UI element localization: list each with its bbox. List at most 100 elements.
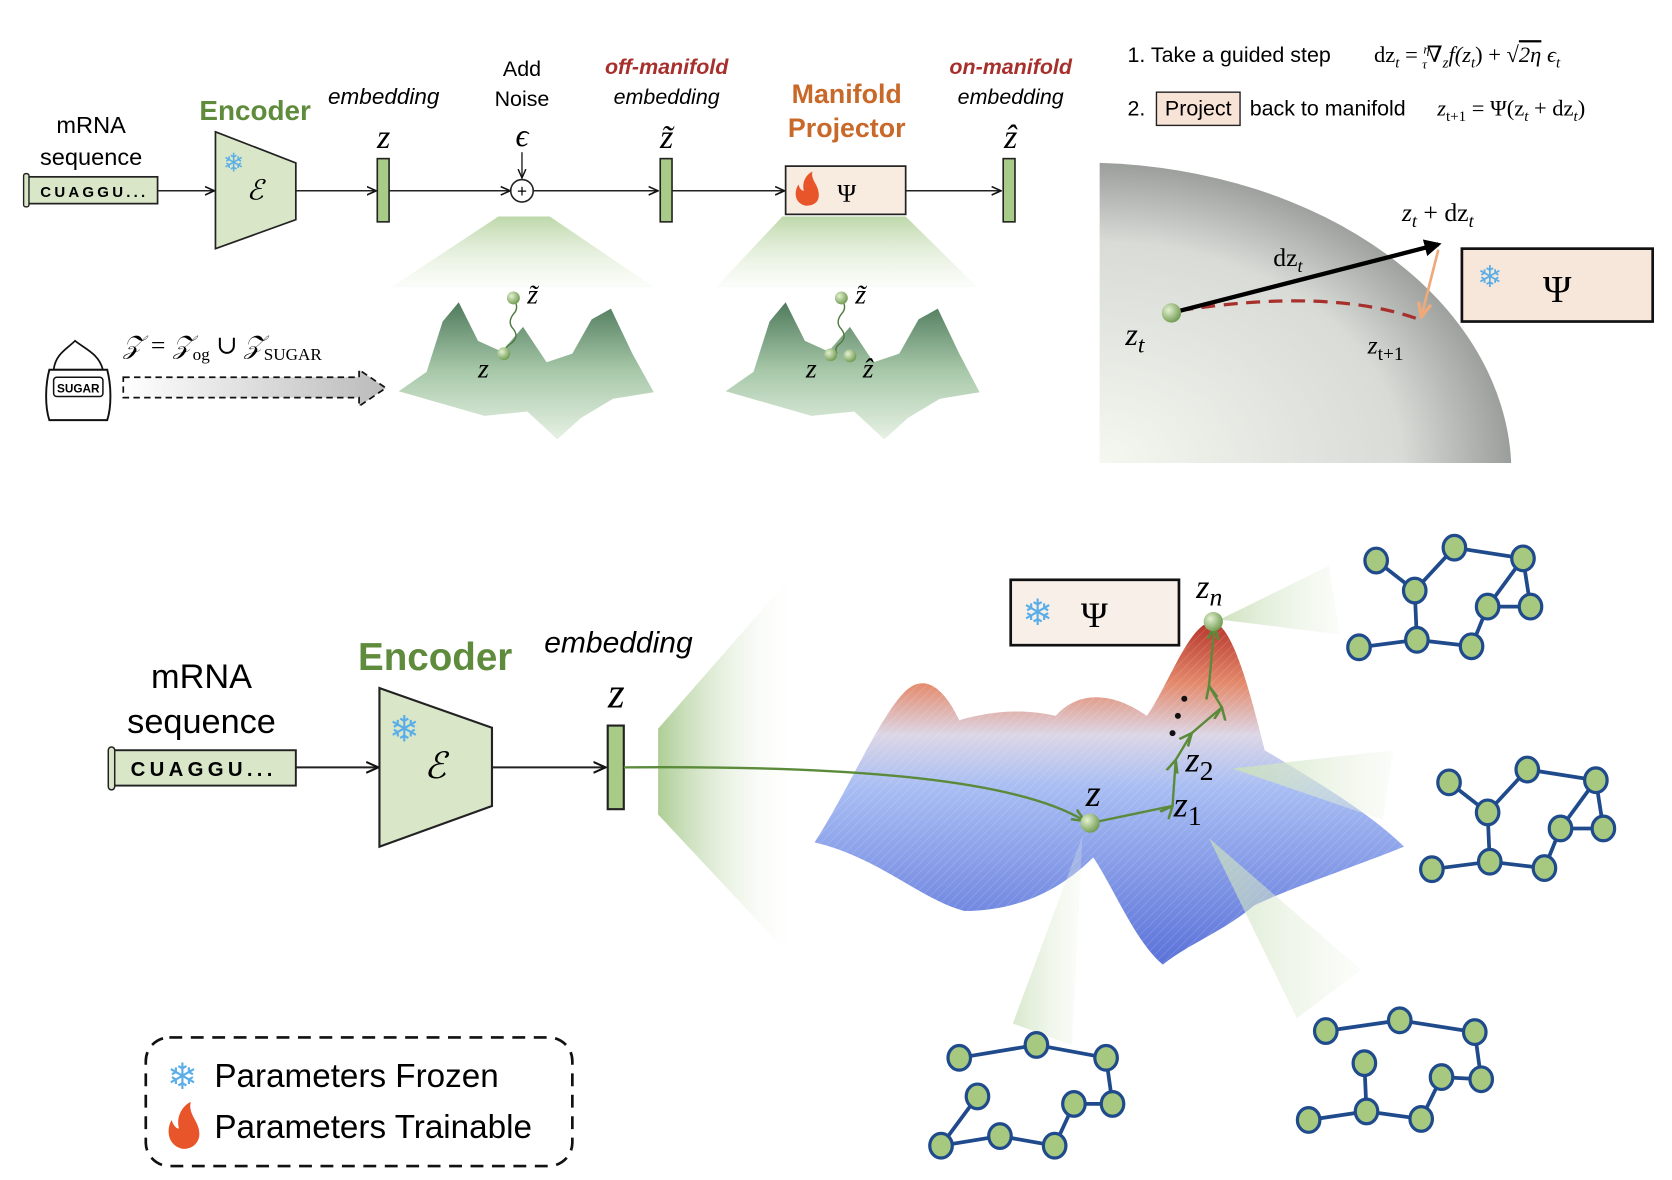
zoom-cone [1219,565,1340,635]
molecule-atom [946,1043,973,1072]
molecule-atom [1468,1065,1495,1094]
z-tilde-label: z̃ [526,279,540,310]
molecule-atom [1386,1006,1413,1035]
molecule-atom [1547,814,1574,843]
snowflake-icon: ❄ [167,1055,198,1098]
sugar-label: SUGAR [57,382,100,395]
flame-icon [795,171,819,206]
molecule-atom [1510,544,1536,573]
molecule-atom [1590,814,1617,843]
z-tilde-symbol: z̃ [659,118,675,156]
molecule-atom [1099,1089,1126,1118]
sequence-scroll: CUAGGU... [107,746,297,791]
zn-label: zn [1195,568,1222,612]
manifold-label: Manifold [792,79,902,109]
embedding-bar [376,157,390,223]
sequence-text: CUAGGU... [131,759,277,781]
top-pipeline: mRNA sequence CUAGGU... ❄ ℰ Encoder embe… [22,55,1073,440]
encoder-block: ❄ ℰ [214,130,297,250]
flame-icon [168,1101,200,1149]
zn-point [1203,611,1223,632]
molecule-graphs [928,533,1617,1160]
mrna-label: mRNA [151,658,252,696]
project-highlight [1155,91,1241,127]
molecule-atom [1351,1049,1378,1078]
sequence-label: sequence [127,703,276,741]
step-arrow [1170,239,1442,316]
molecule-atom [1458,632,1485,661]
molecule-graph [1419,755,1617,884]
off-manifold-label: off-manifold [605,55,729,79]
manifold-projection-illustration: zt dzt zt + dzt zt+1 ❄ Ψ [1099,162,1655,463]
embedding-label: embedding [614,85,720,109]
z-label: z [805,353,817,384]
off-manifold-embedding-bar [659,157,673,223]
psi-frozen-box [1460,247,1655,323]
molecule-atom [1514,755,1541,784]
molecule-atom [1583,766,1609,795]
z-hat-symbol: ẑ [1003,118,1018,156]
dzt-label: dzt [1273,243,1303,276]
legend: ❄ Parameters Frozen Parameters Trainable [144,1036,574,1168]
z-hat-label: ẑ [862,353,875,384]
ellipsis-dot [1169,730,1176,737]
z1-label: z1 [1173,785,1202,833]
optimization-trajectory [1089,627,1222,825]
encoder-label: Encoder [199,95,311,126]
molecule-atom [1312,1017,1339,1045]
molecule-atom [1363,546,1390,575]
molecule-atom [987,1122,1013,1150]
noise-label: Noise [495,87,550,111]
z-point [1080,813,1100,833]
molecule-atom [928,1131,954,1160]
step2-equation: zt+1 = Ψ(zt + dzt) [1436,96,1585,125]
molecule-atom [1441,533,1468,562]
molecule-graph [1295,1006,1495,1134]
mrna-label: mRNA [56,112,126,138]
manifold-projector-block: Ψ [784,165,907,216]
next-point-label: zt+1 [1367,331,1404,365]
sugar-bag-icon: SUGAR [45,339,112,422]
legend-trainable: Parameters Trainable [214,1109,532,1146]
dataset-union-equation: 𝒵 = 𝒵og ∪ 𝒵SUGAR [122,331,322,364]
molecule-atom [1428,1063,1455,1092]
sequence-label: sequence [40,144,142,170]
add-label: Add [503,57,541,81]
on-manifold-embedding-bar [1002,157,1016,223]
step1-text: 1. Take a guided step [1128,43,1331,67]
psi-symbol: Ψ [837,178,856,207]
molecule-atom [1404,625,1430,654]
embedding-bar [606,724,625,811]
molecule-atom [1023,1031,1050,1059]
snowflake-icon: ❄ [389,708,420,751]
embedding-label: embedding [544,627,693,660]
dashed-arrow [122,368,388,408]
psi-symbol: Ψ [1543,269,1572,311]
z-tilde-label: z̃ [854,279,868,310]
molecule-atom [1401,576,1428,605]
molecule-atom [1531,854,1558,883]
legend-frozen: Parameters Frozen [214,1058,498,1095]
z-symbol: z [376,118,390,156]
molecule-atom [1476,847,1503,876]
molecule-atom [1436,768,1462,797]
molecule-atom [1419,855,1445,884]
ellipsis-dot [1174,712,1181,719]
psi-symbol: Ψ [1081,595,1108,635]
legend-border [144,1036,574,1168]
zoom-cone [1232,750,1394,820]
objective-landscape [814,621,1405,965]
molecule-atom [1461,1018,1488,1047]
encoder-symbol: ℰ [424,746,450,786]
epsilon-symbol: ϵ [515,117,529,153]
zoom-cone [715,216,978,288]
projection-landscape: z̃ z ẑ [725,279,980,440]
encoder-block: ❄ ℰ [378,686,494,849]
project-word: Project [1165,97,1232,121]
sequence-scroll: CUAGGU... [22,172,159,208]
sequence-text: CUAGGU... [40,184,148,201]
snowflake-icon: ❄ [1477,260,1502,295]
molecule-atom [1408,1104,1435,1133]
